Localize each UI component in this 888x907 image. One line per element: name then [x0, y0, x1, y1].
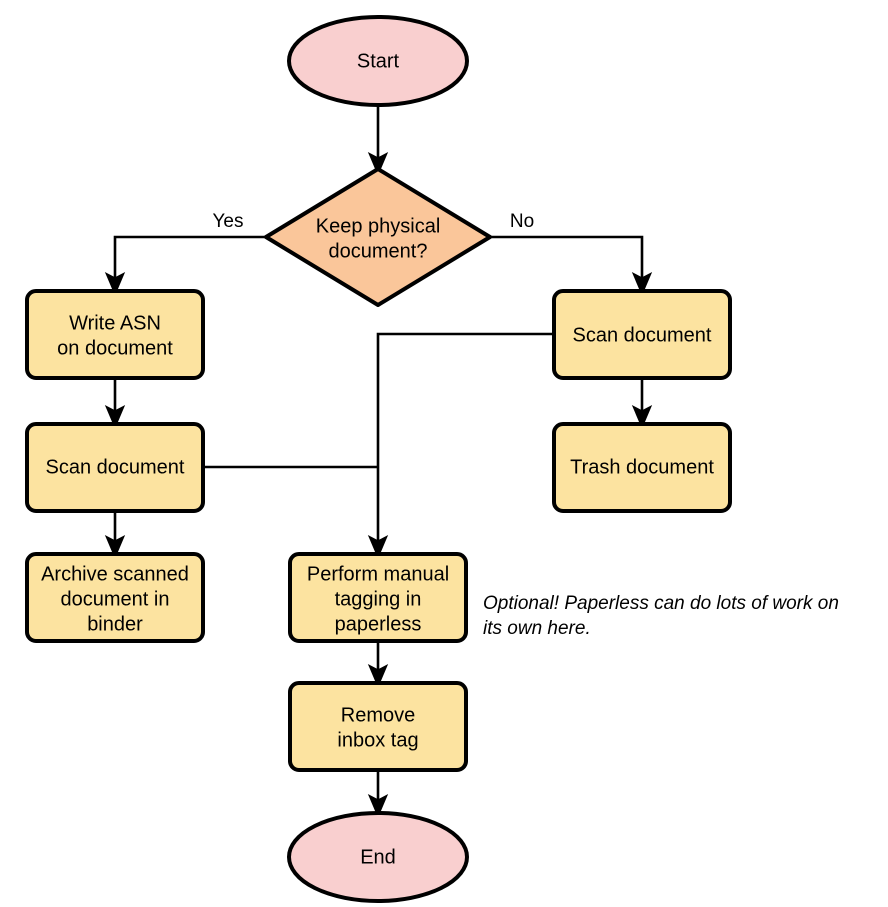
end-ellipse[interactable]	[287, 811, 469, 903]
optional-note-line2: its own here.	[483, 618, 591, 639]
node-decision-keep-physical[interactable]: Keep physical document?	[264, 167, 492, 307]
edge-label-no: No	[510, 211, 534, 232]
edge-label-yes: Yes	[213, 211, 244, 232]
manual-tagging-label-line3: paperless	[335, 613, 422, 635]
optional-note-line1: Optional! Paperless can do lots of work …	[483, 593, 839, 614]
trash-document-label: Trash document	[570, 456, 714, 478]
node-scan-document-right[interactable]: Scan document	[552, 289, 732, 380]
manual-tagging-box[interactable]	[288, 552, 468, 643]
remove-inbox-tag-box[interactable]	[288, 681, 468, 772]
edge-decision-yes-to-write-asn	[115, 235, 266, 284]
edge-label-layer: Yes No	[213, 211, 535, 232]
decision-diamond[interactable]	[264, 167, 492, 307]
node-scan-document-left[interactable]: Scan document	[25, 422, 205, 513]
remove-inbox-tag-label-line2: inbox tag	[337, 729, 418, 751]
node-manual-tagging[interactable]: Perform manual tagging in paperless	[288, 552, 468, 643]
archive-binder-label-line3: binder	[87, 613, 143, 635]
node-remove-inbox-tag[interactable]: Remove inbox tag	[288, 681, 468, 772]
node-trash-document[interactable]: Trash document	[552, 422, 732, 513]
remove-inbox-tag-label-line1: Remove	[341, 704, 415, 726]
archive-binder-label-line2: document in	[61, 588, 170, 610]
archive-binder-label-line1: Archive scanned	[41, 563, 189, 585]
annotation-layer: Optional! Paperless can do lots of work …	[483, 593, 839, 639]
manual-tagging-label-line2: tagging in	[335, 588, 422, 610]
write-asn-box[interactable]	[25, 289, 205, 380]
decision-label-line2: document?	[329, 240, 428, 262]
node-end[interactable]: End	[287, 811, 469, 903]
edge-scan-right-to-manual-tagging	[378, 332, 554, 547]
scan-document-left-box[interactable]	[25, 422, 205, 513]
scan-document-left-label: Scan document	[46, 456, 185, 478]
node-write-asn[interactable]: Write ASN on document	[25, 289, 205, 380]
manual-tagging-label-line1: Perform manual	[307, 563, 449, 585]
edge-layer	[115, 105, 642, 806]
start-label: Start	[357, 50, 400, 72]
scan-document-right-label: Scan document	[573, 324, 712, 346]
end-label: End	[360, 846, 396, 868]
node-start[interactable]: Start	[287, 15, 469, 107]
trash-document-box[interactable]	[552, 422, 732, 513]
scan-document-right-box[interactable]	[552, 289, 732, 380]
start-ellipse[interactable]	[287, 15, 469, 107]
node-archive-binder[interactable]: Archive scanned document in binder	[25, 552, 205, 643]
decision-label-line1: Keep physical	[316, 215, 441, 237]
write-asn-label-line2: on document	[57, 337, 173, 359]
write-asn-label-line1: Write ASN	[69, 312, 161, 334]
archive-binder-box[interactable]	[25, 552, 205, 643]
edge-decision-no-to-scan-right	[490, 235, 642, 284]
node-layer: Start Keep physical document? Write ASN …	[25, 15, 732, 903]
